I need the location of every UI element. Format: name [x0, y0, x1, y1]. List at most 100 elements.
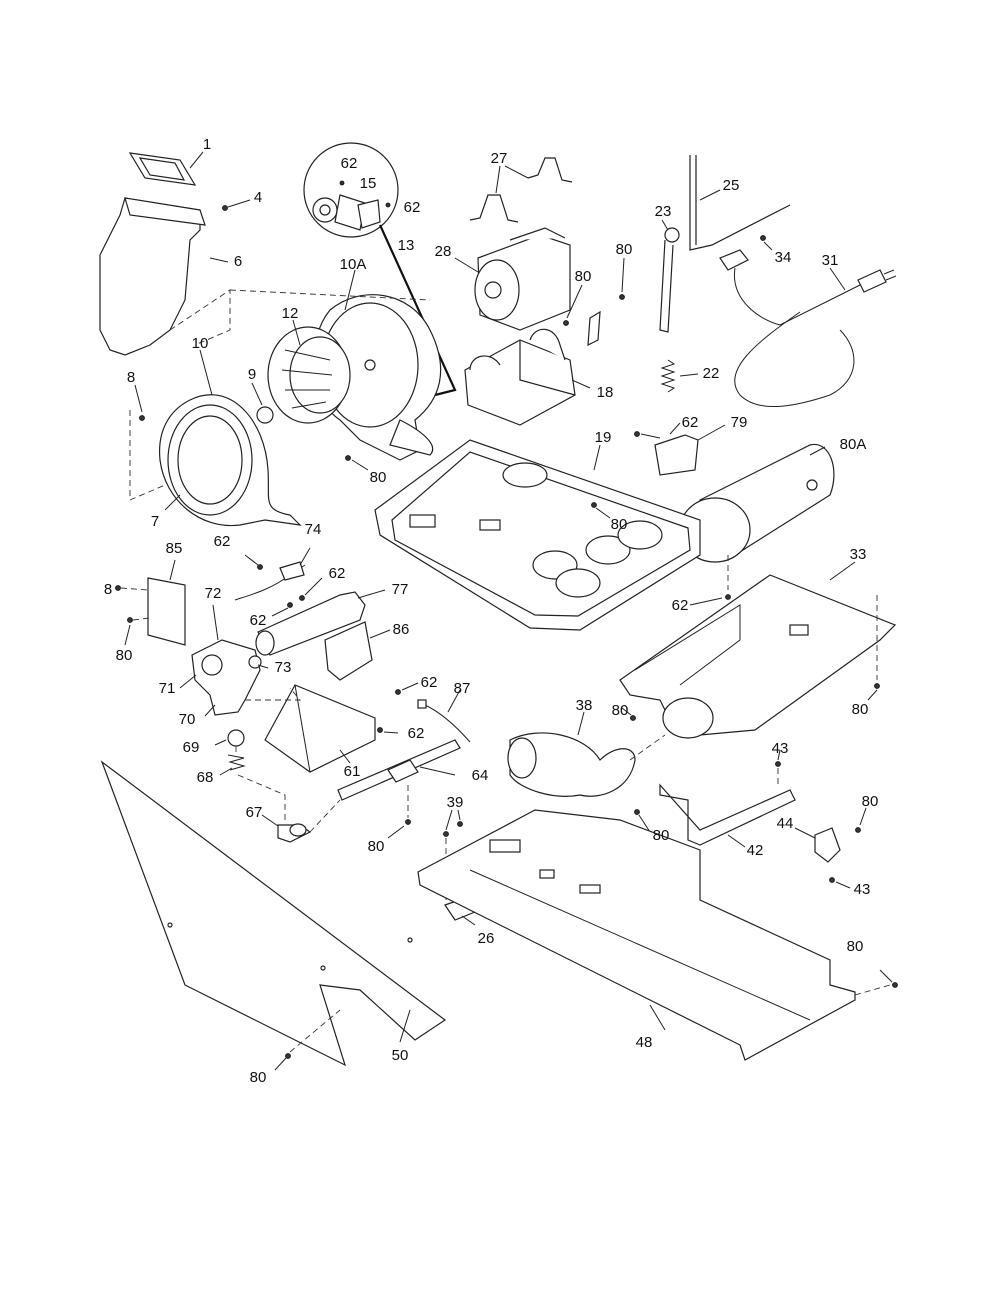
label-67: 67: [246, 804, 263, 821]
part-87-wire: [424, 704, 471, 743]
part-22-spring: [660, 359, 676, 393]
label-85: 85: [166, 540, 183, 557]
label-80: 80: [847, 938, 864, 955]
label-18: 18: [597, 384, 614, 401]
part-31-power-cord: [719, 249, 897, 407]
label-50: 50: [392, 1047, 409, 1064]
label-6: 6: [234, 253, 242, 270]
part-44-clip: [814, 827, 841, 863]
label-9: 9: [248, 366, 256, 383]
label-79: 79: [731, 414, 748, 431]
label-80A: 80A: [840, 436, 867, 453]
label-15: 15: [360, 175, 377, 192]
part-77-burner: [255, 591, 366, 656]
label-13: 13: [398, 237, 415, 254]
label-80: 80: [612, 702, 629, 719]
label-42: 42: [747, 842, 764, 859]
part-9-washer: [256, 406, 274, 424]
label-33: 33: [850, 546, 867, 563]
part-19-base-pan: [374, 439, 701, 631]
label-43: 43: [772, 740, 789, 757]
part-42-rail: [659, 783, 796, 846]
part-23-idler: [659, 227, 680, 333]
label-62: 62: [682, 414, 699, 431]
label-69: 69: [183, 739, 200, 756]
label-72: 72: [205, 585, 222, 602]
label-80: 80: [116, 647, 133, 664]
part-61-bracket: [264, 684, 376, 773]
label-73: 73: [275, 659, 292, 676]
label-38: 38: [576, 697, 593, 714]
label-80: 80: [653, 827, 670, 844]
part-12-blower-wheel: [267, 326, 351, 424]
part-68-screen: [227, 754, 246, 771]
label-22: 22: [703, 365, 720, 382]
part-18-mount: [464, 328, 576, 426]
label-62: 62: [341, 155, 358, 172]
label-74: 74: [305, 521, 322, 538]
inset-detail: [303, 142, 399, 238]
label-71: 71: [159, 680, 176, 697]
part-10-housing-front: [158, 394, 302, 527]
part-80A-capacitor: [679, 443, 835, 563]
part-33-heater-pan: [619, 574, 897, 739]
label-87: 87: [454, 680, 471, 697]
label-77: 77: [392, 581, 409, 598]
part-67-elbow: [277, 823, 312, 843]
label-25: 25: [723, 177, 740, 194]
label-28: 28: [435, 243, 452, 260]
part-25-cabinet: [689, 155, 791, 251]
label-39: 39: [447, 794, 464, 811]
label-8: 8: [127, 369, 135, 386]
label-62: 62: [214, 533, 231, 550]
part-28-motor: [474, 227, 571, 331]
label-62: 62: [421, 674, 438, 691]
part-79-bracket: [654, 434, 699, 476]
label-80: 80: [575, 268, 592, 285]
label-19: 19: [595, 429, 612, 446]
label-43: 43: [854, 881, 871, 898]
label-80: 80: [611, 516, 628, 533]
label-62: 62: [408, 725, 425, 742]
label-34: 34: [775, 249, 792, 266]
label-80: 80: [250, 1069, 267, 1086]
part-72-valve: [191, 639, 262, 716]
label-44: 44: [777, 815, 794, 832]
part-50-panel: [100, 760, 447, 1067]
label-27: 27: [491, 150, 508, 167]
label-80: 80: [368, 838, 385, 855]
label-26: 26: [478, 930, 495, 947]
part-86-shield: [324, 621, 373, 681]
label-31: 31: [822, 252, 839, 269]
label-62: 62: [250, 612, 267, 629]
label-62: 62: [329, 565, 346, 582]
part-38-elbow: [507, 732, 636, 797]
label-1: 1: [203, 136, 211, 153]
part-6-duct: [99, 197, 206, 356]
part-1-gasket: [128, 152, 197, 186]
label-4: 4: [254, 189, 262, 206]
label-80: 80: [370, 469, 387, 486]
part-48-base-frame: [417, 809, 856, 1061]
part-85-plate: [147, 577, 186, 646]
label-23: 23: [655, 203, 672, 220]
label-80: 80: [862, 793, 879, 810]
label-10A: 10A: [340, 256, 367, 273]
label-10: 10: [192, 335, 209, 352]
part-69-nut: [227, 729, 245, 747]
part-27-clamps: [469, 157, 573, 223]
label-62: 62: [672, 597, 689, 614]
label-12: 12: [282, 305, 299, 322]
label-7: 7: [151, 513, 159, 530]
part-10A-housing: [313, 294, 442, 461]
label-68: 68: [197, 769, 214, 786]
label-80: 80: [852, 701, 869, 718]
part-64-pipe: [337, 739, 461, 801]
label-80: 80: [616, 241, 633, 258]
label-8: 8: [104, 581, 112, 598]
label-62: 62: [404, 199, 421, 216]
label-61: 61: [344, 763, 361, 780]
label-48: 48: [636, 1034, 653, 1051]
